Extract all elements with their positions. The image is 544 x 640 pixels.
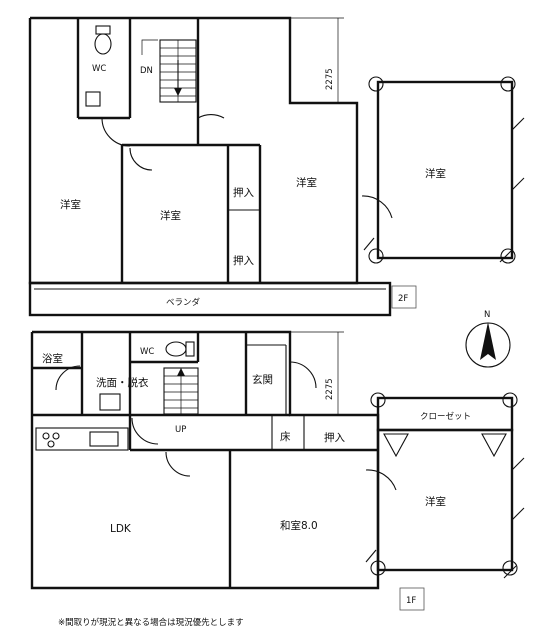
ldk-label: LDK <box>110 523 132 535</box>
kitchen-counter <box>35 427 129 451</box>
western-room-left-label: 洋室 <box>60 198 81 211</box>
hatched-western-room-2f-label: 洋室 <box>425 167 446 180</box>
entrance-label: 玄関 <box>252 373 273 386</box>
wc-label-2f: WC <box>92 64 106 74</box>
closet-upper-label: 押入 <box>233 186 254 199</box>
closet-top-label: クローゼット <box>420 411 471 422</box>
floor-label: 床 <box>280 430 291 443</box>
stove-icon <box>42 432 60 448</box>
up-label: UP <box>175 425 186 435</box>
washbasin-icon <box>99 393 121 411</box>
sink-icon <box>85 91 101 107</box>
closet-label-1f: 押入 <box>324 431 345 444</box>
hatched-western-room-1f-label: 洋室 <box>425 495 446 508</box>
north-arrow: N <box>465 310 511 368</box>
hatched-western-room-2f <box>376 80 514 260</box>
kitchen-sink-icon <box>89 431 119 447</box>
floor-tag-2f: 2F <box>398 294 408 304</box>
bath-label: 浴室 <box>42 352 63 365</box>
veranda-label: ベランダ <box>166 297 201 308</box>
dimension-2f: 2275 <box>325 68 335 90</box>
hatched-western-room-1f <box>376 428 514 572</box>
dn-label: DN <box>140 66 153 76</box>
wc-label-1f: WC <box>140 347 154 357</box>
wash-label: 洗面・脱衣 <box>96 376 149 389</box>
floor-tag-1f: 1F <box>406 596 416 606</box>
dimension-1f: 2275 <box>325 378 335 400</box>
second-floor-plan: 2275 WC DN 洋室 洋室 洋室 押入 押入 洋室 ベランダ 2F <box>28 16 525 317</box>
first-floor-plan: 2275 浴室 洗面・脱衣 WC UP 玄関 床 押入 クローゼット LDK 和… <box>30 330 525 611</box>
western-room-right-label: 洋室 <box>296 176 317 189</box>
toilet-icon-1f <box>165 341 195 357</box>
footnote: ※間取りが現況と異なる場合は現況優先とします <box>58 617 244 628</box>
japanese-room-label: 和室8.0 <box>280 519 318 532</box>
veranda <box>28 281 392 317</box>
north-arrow-label: N <box>484 310 490 320</box>
western-room-middle-label: 洋室 <box>160 209 181 222</box>
closet-lower-label: 押入 <box>233 254 254 267</box>
toilet-icon <box>94 25 112 55</box>
